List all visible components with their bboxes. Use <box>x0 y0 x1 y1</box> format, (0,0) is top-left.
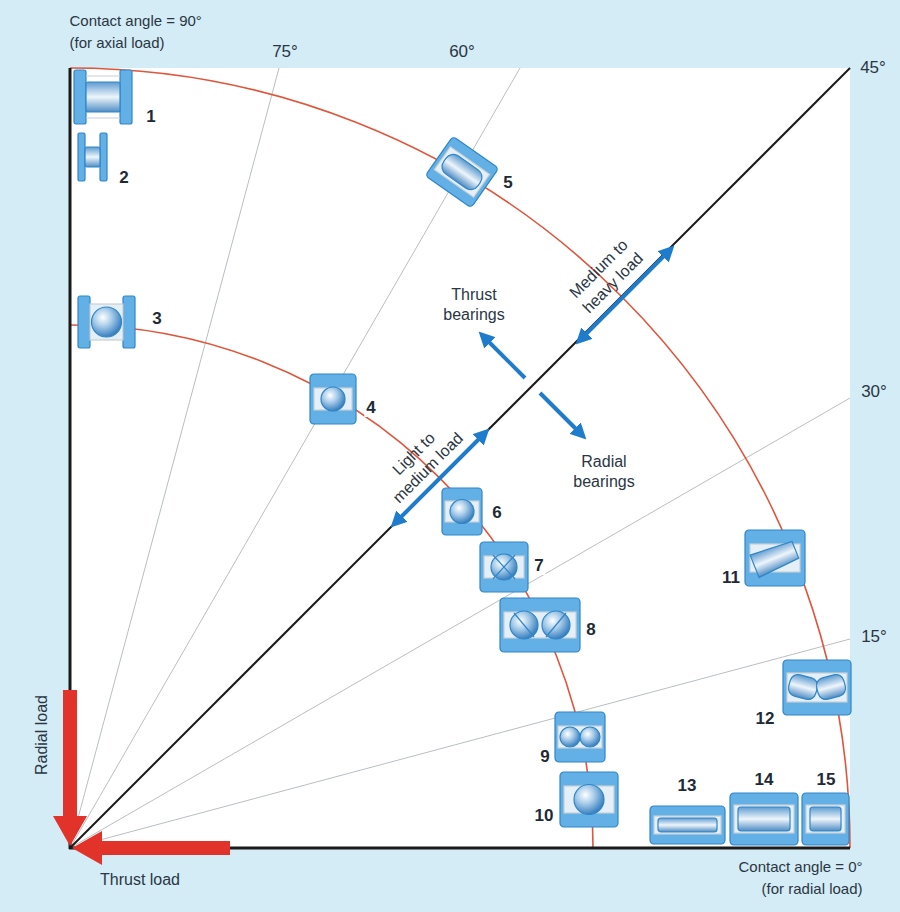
load-label: Medium to heavy load <box>558 228 654 324</box>
load-arcs <box>70 68 850 848</box>
axis-caption: Contact angle = 0° (for radial load) <box>728 856 863 900</box>
region-label: Thrust bearings <box>438 285 510 325</box>
callout-number: 15 <box>815 771 838 789</box>
callout-number: 8 <box>584 621 597 639</box>
callout-number: 14 <box>753 771 776 789</box>
callout-number: 13 <box>676 777 699 795</box>
callout-number: 5 <box>501 174 514 192</box>
callout-number: 12 <box>754 710 777 728</box>
plot-field <box>70 68 850 848</box>
callout-number: 1 <box>144 108 157 126</box>
callout-number: 9 <box>538 748 551 766</box>
angle-label: 30° <box>861 382 887 402</box>
load-label: Light to medium load <box>371 411 471 511</box>
direction-arrows <box>394 249 671 524</box>
callout-number: 2 <box>117 169 130 187</box>
callout-number: 3 <box>150 310 163 328</box>
angle-label: 60° <box>449 42 475 62</box>
bearing-icons <box>74 70 851 845</box>
callout-number: 6 <box>490 504 503 522</box>
region-label: Radial bearings <box>568 452 640 492</box>
angle-rays <box>70 68 850 848</box>
diagonal-45 <box>70 68 850 848</box>
axis-caption: Contact angle = 90° (for axial load) <box>70 10 215 54</box>
angle-label: 45° <box>860 58 886 78</box>
load-arrows <box>53 690 230 865</box>
callout-number: 10 <box>533 807 556 825</box>
load-arrow-label: Thrust load <box>100 870 180 890</box>
angle-label: 15° <box>861 627 887 647</box>
load-arrow-label: Radial load <box>32 695 52 775</box>
callout-number: 11 <box>720 569 742 587</box>
callout-number: 4 <box>364 399 377 417</box>
callout-number: 7 <box>532 557 545 575</box>
angle-label: 75° <box>272 42 298 62</box>
